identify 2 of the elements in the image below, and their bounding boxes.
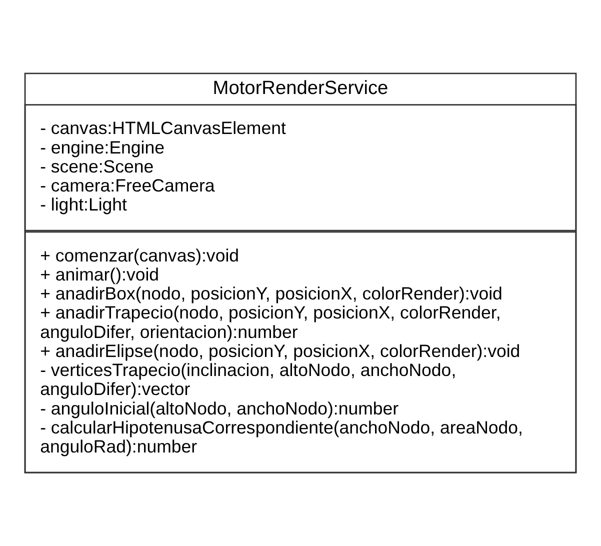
node-box: - canvas:HTMLCanvasElement - engine:Engine - scene:Scene - camera:FreeCamera - light:Light <box>24 104 577 232</box>
node-box: + comenzar(canvas):void + animar():void + anadirBox(nodo, posicionY, posicionX, colorRender):void + anadirTrapecio(nodo, posicionY, posicionX, colorRender, anguloDifer, orientacion):number + anadirElipse(nodo, posicionY, posicionX, colorRender):void - verticesTrapecio(inclinacion, altoNodo, anchoNodo, anguloDifer):vector - anguloInicial(altoNodo, anchoNodo):number - calcularHipotenusaCorrespondiente(anchoNodo, areaNodo, anguloRad):number <box>24 231 577 474</box>
